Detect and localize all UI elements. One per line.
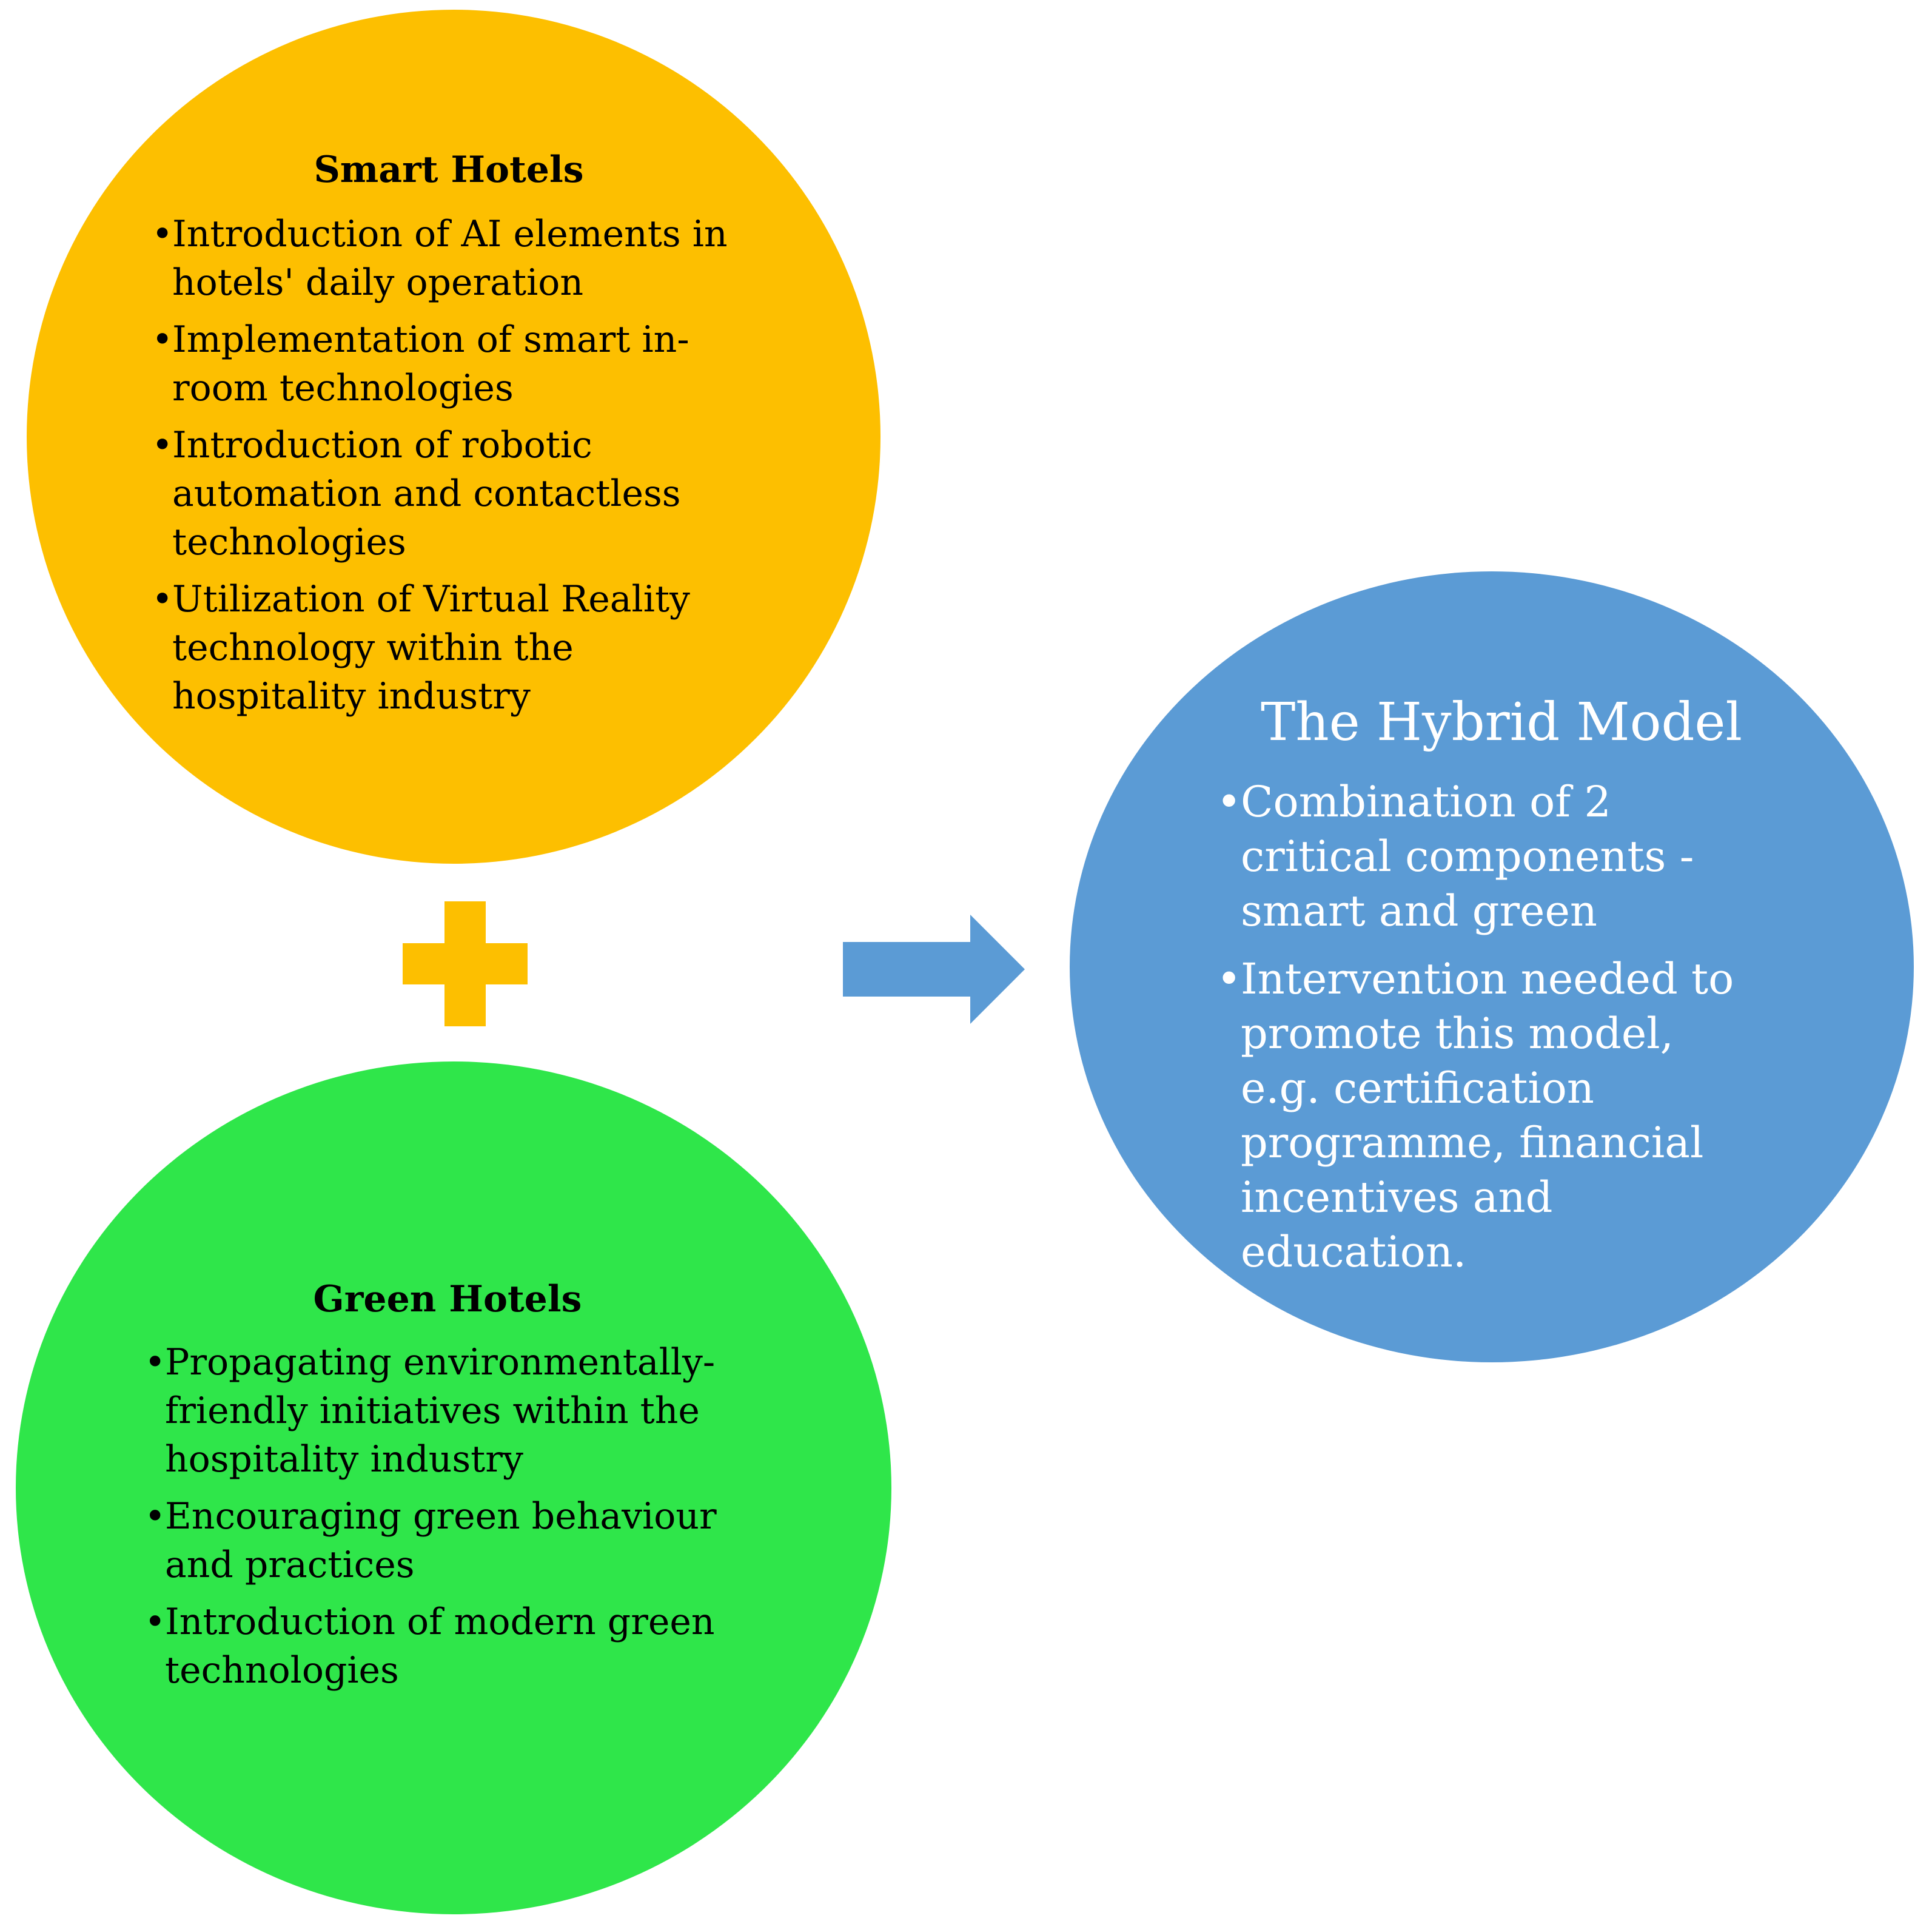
list-item-text: Introduction of robotic automation and c…: [172, 424, 681, 563]
bullet-icon: •: [152, 213, 173, 255]
list-item: •Implementation of smart in-room technol…: [152, 315, 746, 412]
list-item: •Combination of 2 critical components - …: [1216, 775, 1750, 938]
right-arrow-icon-shape: [843, 915, 1025, 1024]
plus-icon-shape: [403, 901, 528, 1026]
list-item-text: Introduction of AI elements in hotels' d…: [172, 213, 728, 304]
list-item: •Encouraging green behaviour and practic…: [144, 1492, 751, 1589]
bullet-icon: •: [152, 318, 173, 361]
smart-hotels-list: •Introduction of AI elements in hotels' …: [152, 210, 746, 721]
smart-hotels-circle: [27, 10, 880, 864]
list-item-text: Introduction of modern green technologie…: [165, 1601, 715, 1692]
smart-hotels-title: Smart Hotels: [314, 149, 584, 191]
bullet-icon: •: [152, 578, 173, 621]
list-item-text: Utilization of Virtual Reality technolog…: [172, 578, 690, 718]
list-item: •Introduction of robotic automation and …: [152, 421, 746, 567]
bullet-icon: •: [1216, 777, 1242, 827]
bullet-icon: •: [1216, 954, 1242, 1004]
right-arrow-icon: [843, 915, 1025, 1024]
plus-icon: [403, 901, 528, 1026]
list-item-text: Implementation of smart in-room technolo…: [172, 318, 689, 409]
list-item-text: Encouraging green behaviour and practice…: [165, 1495, 717, 1586]
green-hotels-list: •Propagating environmentally-friendly in…: [144, 1338, 751, 1695]
hybrid-model-list: •Combination of 2 critical components - …: [1216, 775, 1750, 1279]
list-item: •Introduction of AI elements in hotels' …: [152, 210, 746, 307]
list-item-text: Intervention needed to promote this mode…: [1241, 954, 1734, 1277]
list-item-text: Propagating environmentally-friendly ini…: [165, 1341, 716, 1481]
list-item: •Introduction of modern green technologi…: [144, 1598, 751, 1695]
bullet-icon: •: [144, 1341, 166, 1384]
green-hotels-title: Green Hotels: [313, 1278, 582, 1320]
green-hotels-circle: [16, 1061, 891, 1914]
bullet-icon: •: [152, 424, 173, 466]
bullet-icon: •: [144, 1495, 166, 1538]
list-item-text: Combination of 2 critical components - s…: [1241, 777, 1694, 937]
bullet-icon: •: [144, 1601, 166, 1643]
list-item: •Propagating environmentally-friendly in…: [144, 1338, 751, 1484]
hybrid-model-title: The Hybrid Model: [1261, 692, 1742, 753]
hybrid-model-circle: [1070, 571, 1914, 1362]
list-item: •Utilization of Virtual Reality technolo…: [152, 575, 746, 721]
green-hotels-content: Green Hotels •Propagating environmentall…: [144, 1277, 751, 1703]
hybrid-model-content: The Hybrid Model •Combination of 2 criti…: [1216, 691, 1750, 1293]
list-item: •Intervention needed to promote this mod…: [1216, 952, 1750, 1279]
smart-hotels-content: Smart Hotels •Introduction of AI element…: [152, 148, 746, 729]
